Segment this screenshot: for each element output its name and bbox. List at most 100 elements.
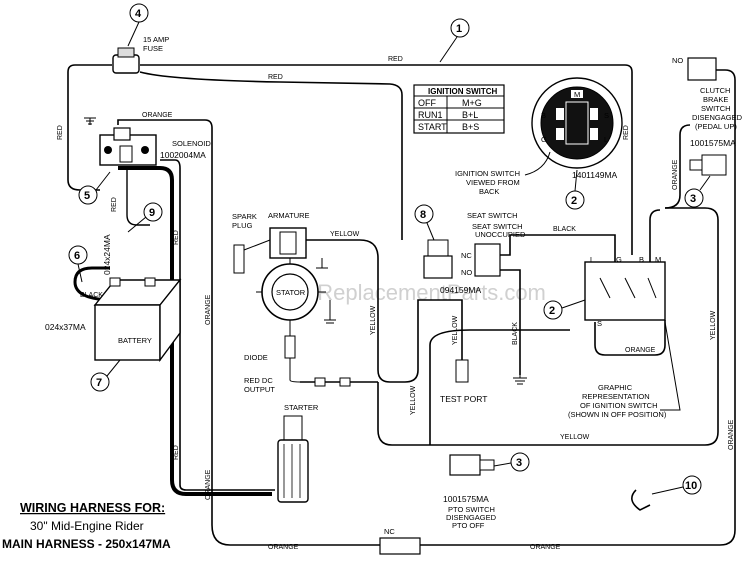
sw-terminal-l: L (590, 255, 594, 264)
spark-plug-label-line2: PLUG (232, 221, 253, 230)
yellow-wire-armature (305, 239, 440, 383)
clutch-no-label: NO (672, 56, 683, 65)
clutch-label-line4: DISENGAGED (692, 113, 743, 122)
stator-ground-icon (324, 300, 336, 324)
ignition-table-row-2-conn: B+S (462, 122, 479, 132)
seat-ground-icon (513, 375, 527, 385)
sw-terminal-b: B (639, 255, 644, 264)
callouts: 1 4 5 9 6 7 8 2 2 3 3 10 (68, 3, 711, 495)
seat-switch: SEAT SWITCH SEAT SWITCH UNOCCUPIED NC NO… (423, 211, 527, 404)
red-wire-mid (139, 71, 403, 240)
battery-label: BATTERY (118, 336, 152, 345)
armature: ARMATURE SPARK PLUG (232, 211, 310, 274)
wire-label-red-2: RED (388, 56, 403, 63)
pto-label-line2: DISENGAGED (446, 513, 497, 522)
clutch-switch: NO CLUTCH BRAKE SWITCH DISENGAGED (PEDAL… (672, 56, 743, 176)
callout-9: 9 (149, 207, 155, 219)
callout-8: 8 (420, 209, 426, 221)
callout-4: 4 (135, 8, 142, 20)
stator-label: STATOR (276, 288, 306, 297)
starter-label: STARTER (284, 403, 319, 412)
wire-label-yellow-1: YELLOW (560, 434, 590, 441)
red-wire-left (67, 64, 112, 191)
clutch-label-line2: BRAKE (703, 95, 728, 104)
callout-2a: 2 (571, 195, 577, 207)
wire-label-red-3: RED (57, 125, 64, 140)
orange-wire-clutch (664, 124, 691, 209)
ground-icon (84, 117, 96, 125)
ignition-table-row-2-pos: START (418, 122, 447, 132)
ign-terminal-l: L (604, 135, 608, 144)
starter: STARTER (277, 403, 319, 503)
fuse-label-line1: 15 AMP (143, 35, 169, 44)
orange-wire-ignition (594, 320, 666, 356)
seat-no-label: NO (461, 268, 472, 277)
black-wire-ground (500, 269, 521, 375)
wire-labels: RED RED ORANGE RED RED RED ORANGE RED OR… (57, 56, 735, 551)
battery: BATTERY 024x37MA (45, 277, 182, 363)
wire-label-black-1: BLACK (553, 226, 576, 233)
wire-label-red-4: RED (111, 197, 118, 212)
pto-label-line3: PTO OFF (452, 521, 485, 530)
sw-terminal-m: M (655, 255, 661, 264)
clutch-label-line5: (PEDAL UP) (695, 122, 737, 131)
armature-label: ARMATURE (268, 211, 310, 220)
callout-10: 10 (685, 480, 697, 492)
diode-label: DIODE (244, 353, 268, 362)
graphic-rep-line3: OF IGNITION SWITCH (580, 401, 658, 410)
fuse-label-line2: FUSE (143, 44, 163, 53)
red-dc-label-line2: OUTPUT (244, 385, 275, 394)
orange-wire-left (117, 119, 380, 546)
clutch-part-number: 1001575MA (690, 138, 736, 148)
title-line-1: WIRING HARNESS FOR: (20, 501, 165, 515)
harness-part-number: 024x24MA (102, 234, 112, 275)
solenoid: SOLENOID 1002004MA (84, 117, 211, 166)
ign-viewed-line2: VIEWED FROM (466, 178, 520, 187)
callout-2b: 2 (549, 305, 555, 317)
callout-6: 6 (74, 250, 80, 262)
seat-switch-label: SEAT SWITCH (467, 211, 518, 220)
wire-label-orange-4: ORANGE (268, 544, 299, 551)
title-block: WIRING HARNESS FOR: 30" Mid-Engine Rider… (2, 501, 171, 551)
ignition-part-number: 1401149MA (572, 170, 618, 180)
sw-terminal-g: G (616, 255, 622, 264)
wire-label-yellow-3: YELLOW (370, 305, 377, 335)
callout-3a: 3 (690, 193, 696, 205)
battery-cable-black (73, 266, 116, 302)
clutch-label-line3: SWITCH (701, 104, 731, 113)
wire-label-red-5: RED (173, 230, 180, 245)
ignition-table-row-0-conn: M+G (462, 98, 482, 108)
ign-viewed-line3: BACK (479, 187, 499, 196)
graphic-rep-line1: GRAPHIC (598, 383, 633, 392)
ignition-table-row-1-pos: RUN1 (418, 110, 443, 120)
ign-terminal-m: M (574, 90, 580, 99)
wire-label-orange-6: ORANGE (625, 347, 656, 354)
ignition-switch-graphic: L G B M S GRAPHIC REPRESENTATION OF IGNI… (568, 255, 681, 419)
fuse: 15 AMP FUSE (112, 35, 169, 74)
diode: DIODE RED DC OUTPUT (244, 335, 351, 394)
ign-terminal-b: B (541, 111, 546, 120)
callout-1: 1 (456, 23, 462, 35)
wire-label-orange-7: ORANGE (672, 159, 679, 190)
yellow-wire-loop (377, 207, 719, 446)
b-terminal-wire (649, 209, 661, 262)
graphic-rep-line2: REPRESENTATION (582, 392, 650, 401)
yellow-wire-m (429, 329, 570, 445)
wire-label-yellow-6: YELLOW (710, 310, 717, 340)
title-line-3: MAIN HARNESS - 250x147MA (2, 537, 171, 551)
title-line-2: 30" Mid-Engine Rider (30, 519, 144, 533)
callout-7: 7 (96, 377, 102, 389)
wire-label-yellow-4: YELLOW (410, 385, 417, 415)
wire-label-orange-1: ORANGE (142, 112, 173, 119)
wire-label-red-6: RED (173, 445, 180, 460)
sw-terminal-s: S (597, 319, 602, 328)
stator: STATOR (256, 258, 336, 336)
callout-5: 5 (84, 190, 90, 202)
seat-switch-unoccupied-line1: SEAT SWITCH (472, 222, 523, 231)
ignition-table-header: IGNITION SWITCH (428, 87, 498, 96)
wire-label-black-3: BLACK (80, 292, 103, 299)
test-port-label: TEST PORT (440, 394, 487, 404)
wire-label-orange-2: ORANGE (205, 294, 212, 325)
ignition-switch-back: M B S G L IGNITION SWITCH VIEWED FROM BA… (455, 77, 623, 196)
